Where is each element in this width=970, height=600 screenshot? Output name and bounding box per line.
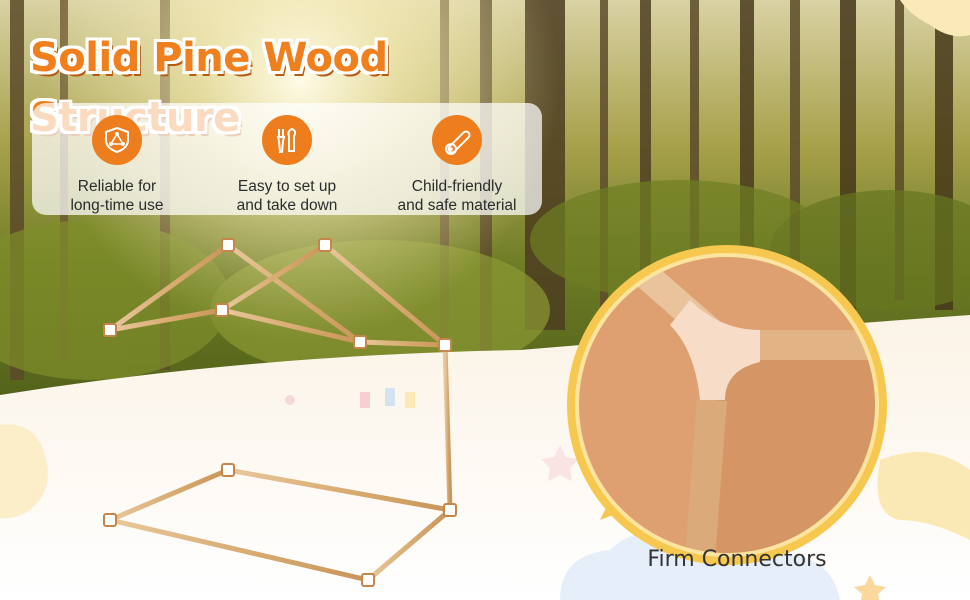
feature-label: Easy to set up and take down [236,178,338,214]
wood-log-icon [432,115,482,165]
feature-label: Child-friendly and safe material [397,178,517,214]
features-panel: Reliable for long-time use Easy to set u… [32,103,542,215]
feature-child-friendly: Child-friendly and safe material [377,103,537,215]
feature-easy-setup: Easy to set up and take down [207,103,367,215]
left-cloud [0,424,48,519]
callout-caption: Firm Connectors [647,547,827,572]
feature-reliable: Reliable for long-time use [37,103,197,215]
wrench-screwdriver-icon [262,115,312,165]
triangle-shield-icon [92,115,142,165]
star-decoration [854,575,886,600]
connector-callout [567,245,887,565]
frame-connectors [103,238,457,587]
decorative-confetti [285,388,579,481]
feature-label: Reliable for long-time use [70,178,164,214]
corner-cloud [900,0,970,37]
headline-title: Solid Pine Wood Structure [30,35,388,141]
right-cloud [877,452,970,540]
bottom-blue-cloud [560,532,840,600]
wooden-tent-frame [107,242,453,583]
